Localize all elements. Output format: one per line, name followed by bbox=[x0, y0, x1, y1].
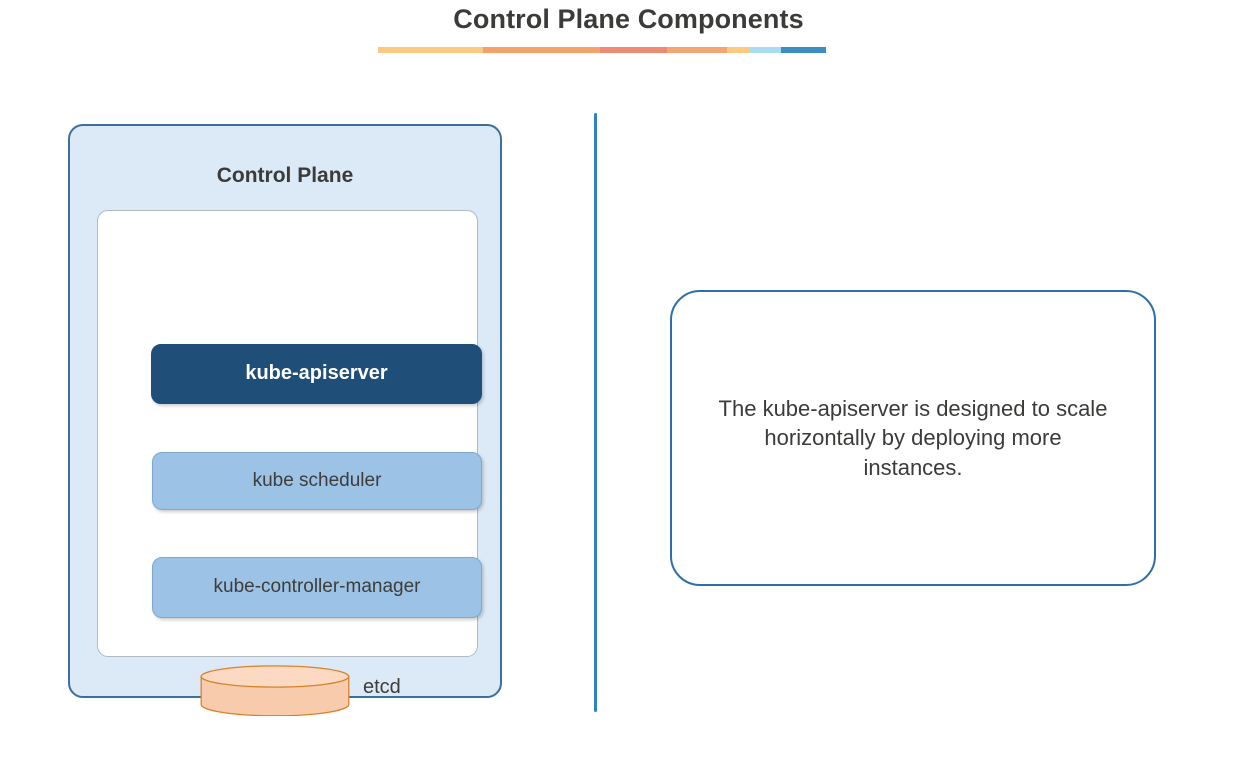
title-rule-segment-3 bbox=[666, 47, 728, 53]
title-rule-segment-0 bbox=[378, 47, 484, 53]
control-plane-inner-panel: kube-apiserver kube scheduler kube-contr… bbox=[97, 210, 482, 716]
page-title: Control Plane Components bbox=[453, 4, 804, 34]
title-rule-segment-2 bbox=[599, 47, 667, 53]
etcd-group: etcd bbox=[200, 665, 480, 721]
vertical-divider bbox=[594, 113, 597, 712]
title-rule-segment-6 bbox=[781, 47, 826, 53]
title-rule-segment-1 bbox=[483, 47, 600, 53]
control-plane-heading: Control Plane bbox=[216, 164, 354, 187]
component-box-kube-apiserver[interactable]: kube-apiserver bbox=[151, 344, 482, 404]
title-rule-segment-5 bbox=[749, 47, 782, 53]
callout-box: The kube-apiserver is designed to scale … bbox=[670, 290, 1156, 586]
component-box-kube-scheduler[interactable]: kube scheduler bbox=[152, 452, 482, 510]
control-plane-card: Control Plane kube-apiserver kube schedu… bbox=[68, 124, 502, 716]
component-box-kube-controller-manager[interactable]: kube-controller-manager bbox=[152, 557, 482, 618]
title-rule-segment-4 bbox=[727, 47, 750, 53]
database-cylinder-icon bbox=[200, 665, 350, 716]
etcd-label: etcd bbox=[363, 676, 401, 698]
title-underline-rule bbox=[378, 47, 826, 53]
callout-text: The kube-apiserver is designed to scale … bbox=[718, 396, 1108, 480]
